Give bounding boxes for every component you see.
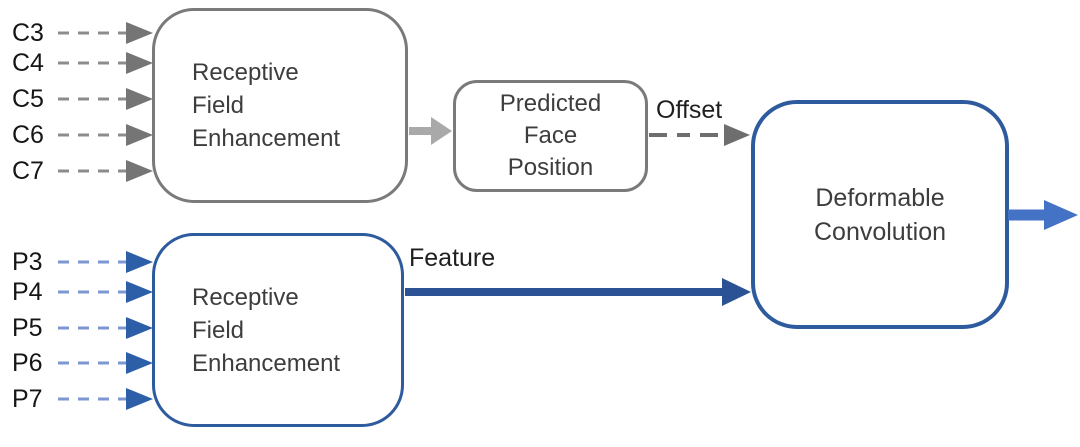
box-text-line: Convolution [813, 217, 947, 246]
arrow-p5-head [126, 317, 153, 339]
box-receptive-field-enhancement-top: Receptive Field Enhancement [152, 8, 408, 203]
input-label-p4: P4 [12, 278, 43, 306]
arrow-c6-head [126, 124, 153, 146]
input-label-c3: C3 [12, 19, 44, 47]
input-label-c5: C5 [12, 85, 44, 113]
arrow-offset [649, 124, 750, 146]
arrow-c4-head [126, 52, 153, 74]
edge-label-feature: Feature [409, 244, 496, 272]
arrow-c5-head [126, 88, 153, 110]
arrow-offset-head [724, 124, 750, 146]
box-text-line: Face [523, 122, 578, 149]
input-label-p5: P5 [12, 314, 43, 342]
arrow-p4-head [126, 281, 153, 303]
arrow-p3-head [126, 251, 153, 273]
box-text-line: Receptive [192, 283, 299, 311]
input-arrows-p [58, 251, 153, 410]
box-text-line: Enhancement [192, 349, 341, 377]
edge-label-offset: Offset [656, 96, 723, 124]
arrow-output-head [1044, 200, 1078, 230]
input-label-p3: P3 [12, 248, 43, 276]
arrow-p7-head [126, 388, 153, 410]
box-text-line: Position [507, 154, 594, 181]
arrow-rfe-to-pfp [409, 117, 452, 145]
arrow-rfe-pfp-head [431, 117, 452, 145]
box-text-line: Deformable [815, 183, 945, 212]
arrow-output [1008, 200, 1078, 230]
box-deformable-convolution: Deformable Convolution [751, 100, 1009, 329]
input-label-p6: P6 [12, 349, 43, 377]
box-text-line: Field [192, 92, 245, 119]
arrow-c7-head [126, 160, 153, 182]
input-label-c6: C6 [12, 121, 44, 149]
box-text-line: Enhancement [192, 125, 341, 152]
arrow-feature-head [722, 278, 751, 306]
box-receptive-field-enhancement-bottom: Receptive Field Enhancement [152, 233, 404, 427]
input-label-c7: C7 [12, 157, 44, 185]
box-text-line: Field [192, 316, 245, 344]
arrow-p6-head [126, 352, 153, 374]
box-text-line: Receptive [192, 59, 299, 86]
input-arrows-c [58, 22, 153, 182]
input-label-p7: P7 [12, 385, 43, 413]
arrow-feature [405, 278, 751, 306]
arrow-c3-head [126, 22, 153, 44]
box-text-line: Predicted [499, 90, 602, 117]
box-predicted-face-position: Predicted Face Position [453, 80, 648, 192]
input-label-c4: C4 [12, 49, 44, 77]
